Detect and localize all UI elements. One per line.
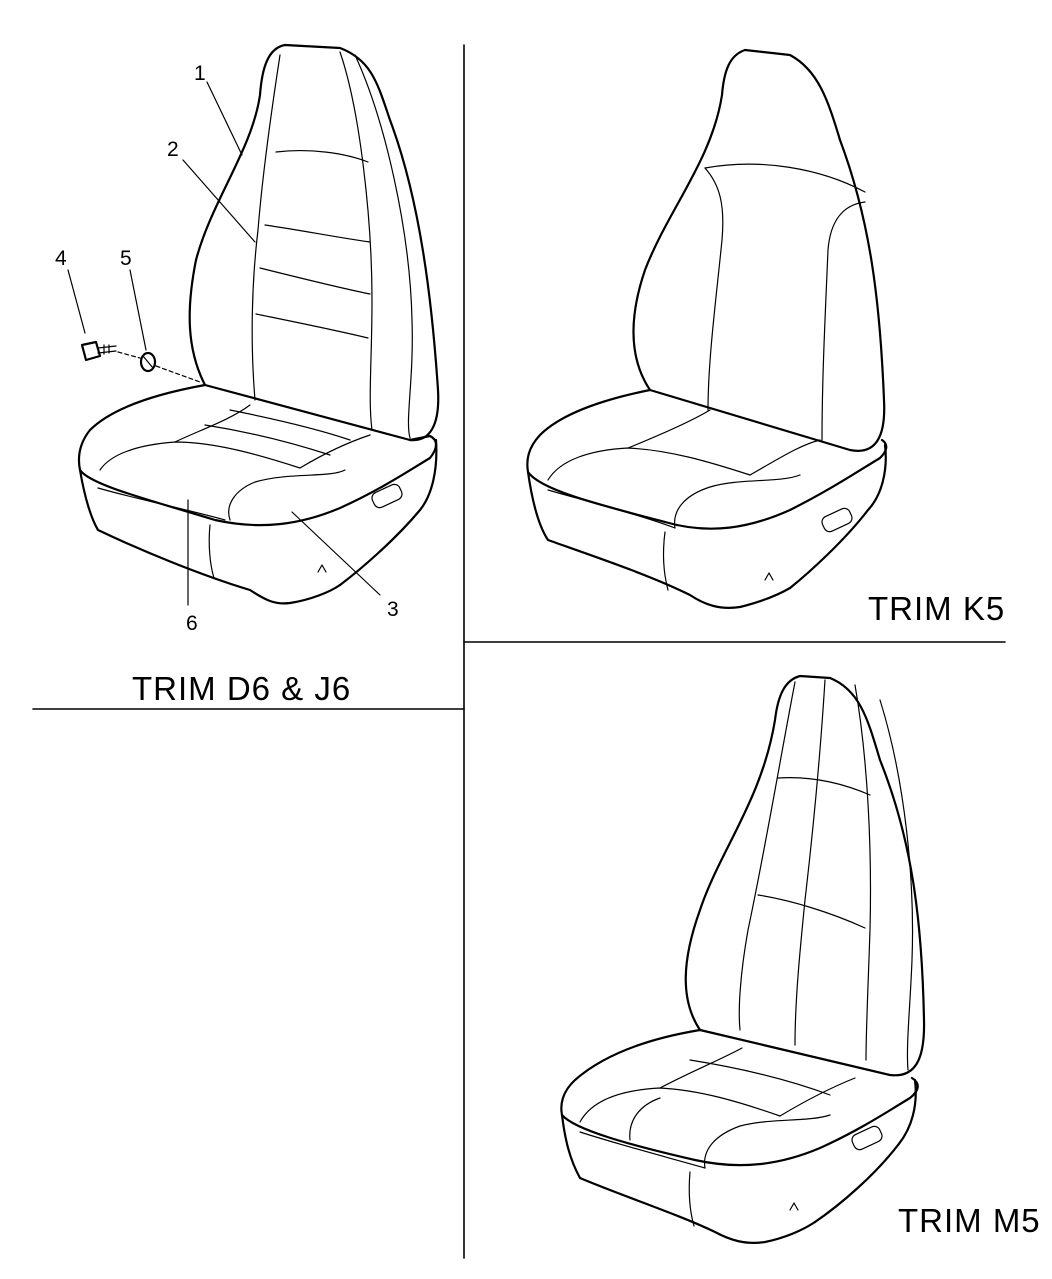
- seat-m5-cushion-right-seam: [779, 1077, 856, 1117]
- seat-m5-center-seam-left: [794, 679, 826, 1046]
- seat-d6-back-seam-3: [259, 267, 371, 295]
- seat-m5-center-seam-right: [854, 684, 872, 1061]
- leader-3: [291, 511, 381, 596]
- callout-6: 6: [186, 612, 198, 635]
- seat-m5-back-seam-2: [757, 894, 866, 929]
- seat-m5-cushion-left-roll: [629, 1097, 661, 1141]
- callout-5: 5: [120, 247, 132, 270]
- seat-d6-right-bolster-roll: [228, 469, 346, 521]
- seat-d6-cushion-vertical-seam: [208, 524, 215, 579]
- seat-m5-cushion-side: [813, 1078, 917, 1224]
- seat-d6-rail-mark: [317, 564, 327, 573]
- trim-label-k5: TRIM K5: [868, 590, 1005, 627]
- seat-k5-right-bolster-roll: [673, 474, 801, 529]
- seat-d6-cushion-front: [78, 468, 342, 605]
- seat-m5-cushion-mid-seam: [689, 1059, 831, 1096]
- seat-d6-j6: 1 2 3 4 5 6: [55, 43, 440, 635]
- seat-d6-back-seam-1: [275, 150, 369, 163]
- seat-k5-cushion-side: [788, 443, 887, 590]
- seat-d6-left-bolster-seam: [251, 54, 281, 401]
- seat-k5-cushion-front-seam: [547, 447, 751, 481]
- bolt-icon: [80, 340, 117, 362]
- callout-2: 2: [167, 138, 179, 161]
- trim-label-d6-j6: TRIM D6 & J6: [132, 670, 351, 707]
- seat-k5-left-bolster-seam: [704, 167, 724, 411]
- seat-k5-recline-lever: [821, 507, 853, 533]
- seat-k5-rail-mark: [764, 572, 774, 581]
- callout-1: 1: [194, 62, 206, 85]
- trim-label-m5: TRIM M5: [898, 1202, 1041, 1239]
- seat-k5-cushion-vertical-seam: [662, 531, 669, 591]
- seat-d6-cushion-lower-seam: [97, 487, 226, 521]
- seat-m5-outer-right-seam: [879, 699, 914, 1071]
- seat-d6-outer-right-seam: [354, 54, 413, 439]
- seat-m5-cushion-left-seam: [659, 1047, 743, 1089]
- seat-k5-cushion: [526, 388, 888, 530]
- seat-m5-cushion-front-seam: [579, 1087, 781, 1123]
- seat-m5-rail-mark: [789, 1202, 799, 1211]
- seat-m5: [560, 674, 926, 1244]
- fastener-axis-line: [117, 351, 201, 383]
- seat-d6-cushion-side: [338, 438, 438, 587]
- seat-k5-right-bolster-seam: [821, 201, 866, 441]
- seat-k5-cushion-lower-seam: [547, 489, 676, 529]
- leader-2: [182, 159, 256, 243]
- seat-d6-cushion: [77, 383, 438, 527]
- seat-m5-cushion-vertical-seam: [688, 1171, 695, 1227]
- seat-d6-right-bolster-seam: [339, 51, 373, 431]
- leader-4: [67, 269, 86, 334]
- seat-d6-back-seam-2: [264, 224, 371, 243]
- seat-k5-headrest-seam: [704, 163, 866, 193]
- seat-k5: [526, 48, 888, 609]
- seat-m5-cushion: [560, 1028, 919, 1167]
- seat-k5-backrest: [632, 48, 886, 452]
- seat-d6-recline-lever: [371, 483, 403, 509]
- callout-4: 4: [55, 247, 67, 270]
- seat-m5-cushion-front: [560, 1113, 817, 1244]
- seat-d6-cushion-front-seam: [99, 441, 301, 471]
- seat-d6-back-seam-4: [255, 313, 369, 339]
- seat-d6-cushion-right-seam: [299, 434, 371, 469]
- seat-m5-backrest: [684, 674, 926, 1077]
- seat-m5-back-seam-1: [777, 777, 871, 796]
- leader-5: [129, 269, 147, 351]
- seat-d6-cushion-mid-seam-1: [204, 424, 331, 456]
- seat-m5-right-bolster-roll: [703, 1114, 831, 1169]
- seat-d6-cushion-left-seam: [174, 404, 251, 443]
- callout-3: 3: [387, 598, 399, 621]
- seat-k5-cushion-front: [526, 470, 792, 609]
- seat-m5-recline-lever: [851, 1125, 883, 1151]
- panel-dividers: [32, 44, 1006, 1259]
- seat-m5-cushion-lower-seam: [579, 1131, 706, 1169]
- seat-k5-cushion-right-seam: [749, 439, 821, 476]
- leader-1: [206, 81, 243, 156]
- washer-icon: [139, 351, 157, 373]
- seat-d6-backrest: [188, 43, 440, 442]
- seat-m5-left-bolster-seam: [738, 681, 796, 1031]
- seat-k5-cushion-left-seam: [627, 409, 711, 449]
- seat-d6-cushion-mid-seam-2: [229, 409, 351, 441]
